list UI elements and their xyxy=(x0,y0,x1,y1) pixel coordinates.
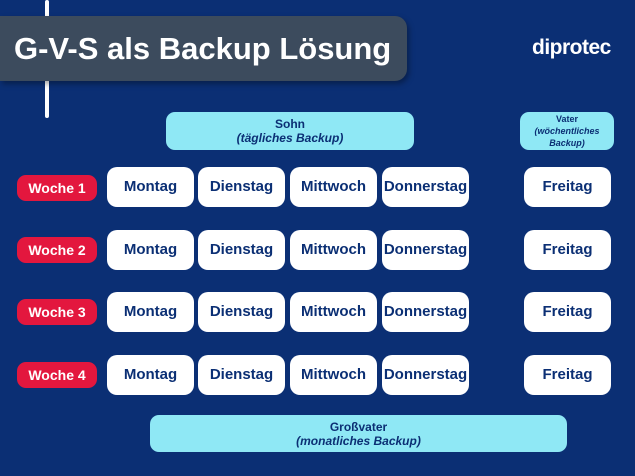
day-box-w3-dienstag: Dienstag xyxy=(198,292,285,332)
brand-logo: diprotec xyxy=(532,36,611,59)
vater-header: Vater (wöchentliches Backup) xyxy=(520,112,614,150)
day-box-w1-mittwoch: Mittwoch xyxy=(290,167,377,207)
vater-sub: (wöchentliches Backup) xyxy=(534,126,600,148)
day-box-w4-donnerstag: Donnerstag xyxy=(382,355,469,395)
sohn-header: Sohn (tägliches Backup) xyxy=(166,112,414,150)
grossvater-label: Großvater xyxy=(329,419,388,434)
day-box-w1-montag: Montag xyxy=(107,167,194,207)
sohn-label: Sohn xyxy=(275,117,305,131)
day-box-w4-freitag: Freitag xyxy=(524,355,611,395)
week-badge-1: Woche 1 xyxy=(17,175,97,201)
week-badge-2: Woche 2 xyxy=(17,237,97,263)
day-box-w3-donnerstag: Donnerstag xyxy=(382,292,469,332)
day-box-w2-freitag: Freitag xyxy=(524,230,611,270)
vater-label: Vater xyxy=(555,114,579,124)
day-box-w3-freitag: Freitag xyxy=(524,292,611,332)
day-box-w1-freitag: Freitag xyxy=(524,167,611,207)
title-bar: G-V-S als Backup Lösung xyxy=(0,16,407,81)
day-box-w2-dienstag: Dienstag xyxy=(198,230,285,270)
grossvater-footer: Großvater (monatliches Backup) xyxy=(150,415,567,452)
day-box-w2-donnerstag: Donnerstag xyxy=(382,230,469,270)
day-box-w1-dienstag: Dienstag xyxy=(198,167,285,207)
day-box-w4-mittwoch: Mittwoch xyxy=(290,355,377,395)
page-title: G-V-S als Backup Lösung xyxy=(14,31,392,66)
week-badge-4: Woche 4 xyxy=(17,362,97,388)
week-badge-3: Woche 3 xyxy=(17,299,97,325)
sohn-sub: (tägliches Backup) xyxy=(236,131,344,145)
day-box-w2-montag: Montag xyxy=(107,230,194,270)
day-box-w3-montag: Montag xyxy=(107,292,194,332)
day-box-w2-mittwoch: Mittwoch xyxy=(290,230,377,270)
day-box-w4-montag: Montag xyxy=(107,355,194,395)
day-box-w1-donnerstag: Donnerstag xyxy=(382,167,469,207)
day-box-w3-mittwoch: Mittwoch xyxy=(290,292,377,332)
grossvater-sub: (monatliches Backup) xyxy=(296,433,421,448)
day-box-w4-dienstag: Dienstag xyxy=(198,355,285,395)
